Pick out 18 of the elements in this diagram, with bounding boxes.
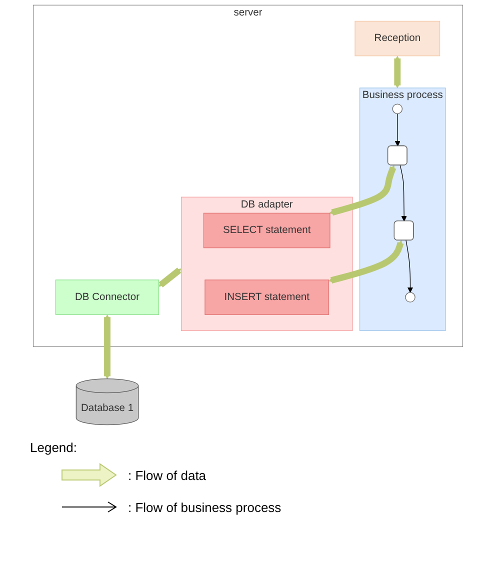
cluster: Business process — [359, 88, 446, 331]
arrow — [328, 240, 404, 284]
arrow — [394, 113, 400, 146]
node-box: SELECT statement — [203, 212, 330, 248]
arrow — [400, 165, 407, 222]
node-box: INSERT statement — [204, 280, 330, 315]
arrow — [104, 314, 110, 380]
node-box: Reception — [354, 20, 440, 56]
node-box: DB Connector — [55, 280, 160, 315]
arrow — [394, 56, 401, 88]
legend-text: : Flow of data — [128, 468, 206, 482]
legend-text: : Flow of business process — [128, 500, 282, 514]
node-circle — [392, 104, 403, 114]
node-circle — [405, 292, 416, 302]
arrow — [158, 268, 182, 288]
arrow — [329, 165, 396, 216]
arrow — [406, 240, 414, 293]
legend-heading: Legend: — [30, 440, 78, 455]
